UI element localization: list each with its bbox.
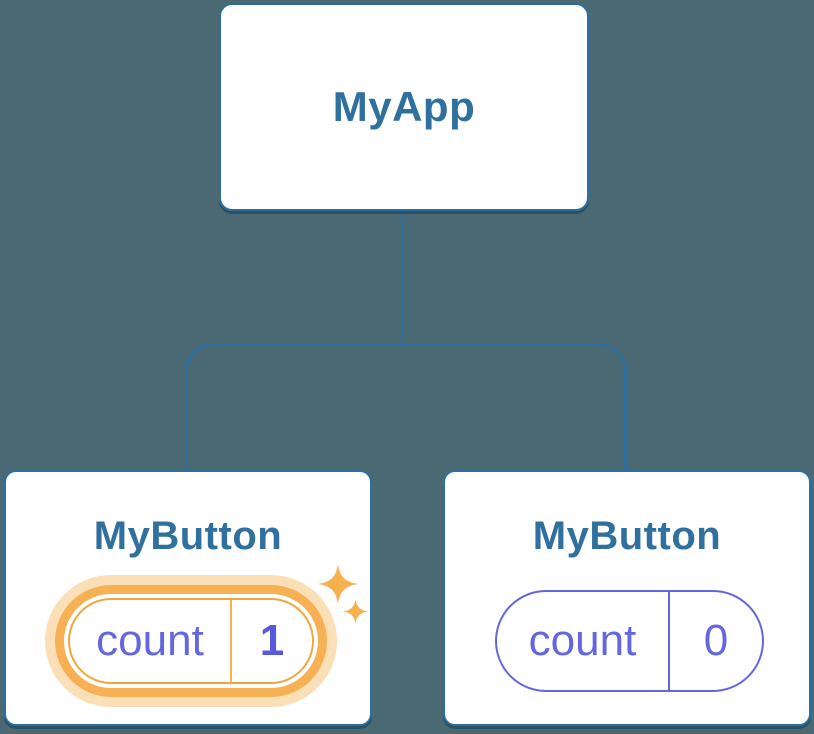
node-myapp-label: MyApp xyxy=(332,83,476,130)
state-name: count xyxy=(528,616,637,665)
state-pill-highlighted: count 1 xyxy=(45,575,337,707)
node-mybutton-1-label: MyButton xyxy=(93,514,283,558)
sparkle-icon xyxy=(318,564,358,604)
state-pill-gap: count 1 xyxy=(64,594,318,688)
sparkle-icon xyxy=(343,599,368,624)
state-value: 1 xyxy=(259,616,285,665)
connector-children-bracket xyxy=(185,343,627,470)
state-pill-core: count 1 xyxy=(68,598,314,684)
node-mybutton-2-label: MyButton xyxy=(532,514,722,558)
state-pill-divider xyxy=(230,600,232,682)
state-value: 0 xyxy=(703,616,729,665)
node-myapp: MyApp xyxy=(219,3,589,211)
state-name: count xyxy=(96,616,204,665)
node-mybutton-2: MyButton count 0 xyxy=(443,470,811,726)
node-mybutton-1: MyButton count 1 xyxy=(4,470,372,726)
state-pill-plain: count 0 xyxy=(495,590,764,692)
connector-root-stem xyxy=(401,209,404,346)
state-pill-ring: count 1 xyxy=(55,585,327,697)
state-pill-divider xyxy=(668,592,670,690)
